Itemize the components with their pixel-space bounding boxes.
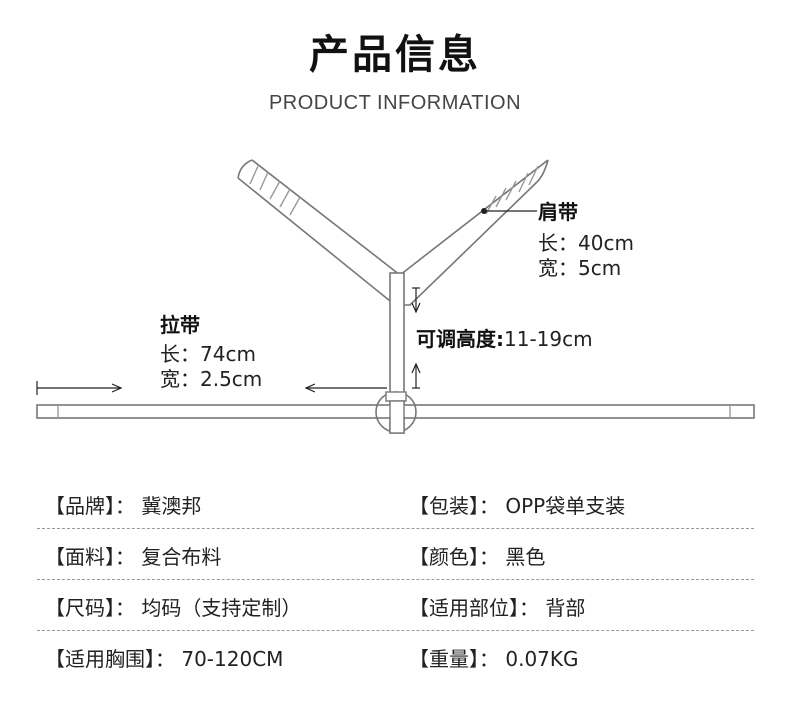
spec-label: 【适用胸围】 [45,647,155,671]
spec-label: 【重量】 [409,647,479,671]
pull-strap-dimension-arrows [36,381,387,395]
product-diagram: 肩带 长：40cm 宽：5cm 拉带 长：74cm 宽：2.5cm 可调高度:1… [36,159,755,434]
shoulder-strap-width: 宽：5cm [538,256,621,280]
spec-value: 70-120CM [181,647,284,671]
page-title: 产品信息 [309,32,481,78]
spec-separator: ： [479,545,499,569]
pull-strap-name: 拉带 [160,313,200,337]
spec-label: 【面料】 [45,545,115,569]
adjustable-height-value: 11-19cm [504,327,593,351]
spec-value: 背部 [545,596,586,620]
spec-value: 均码（支持定制） [141,596,302,620]
adjustable-height-label: 可调高度: [416,327,504,351]
pull-strap-width: 宽：2.5cm [160,367,262,391]
spec-row: 【适用胸围】： 70-120CM 【重量】： 0.07KG [37,631,754,681]
spec-separator: ： [115,545,135,569]
spec-label: 【品牌】 [45,494,115,518]
spec-item-weight: 【重量】： 0.07KG [409,643,579,672]
spec-separator: ： [479,647,499,671]
spec-value: 0.07KG [505,647,579,671]
shoulder-strap-right-stripes [485,165,539,215]
shoulder-strap-left-stripes [249,165,301,216]
spec-item-fabric: 【面料】： 复合布料 [45,541,221,570]
page-subtitle: PRODUCT INFORMATION [268,92,522,114]
spec-row: 【面料】： 复合布料 【颜色】： 黑色 [37,529,754,580]
spec-value: 黑色 [505,545,546,569]
height-dimension-arrows [412,287,420,389]
spec-item-body-part: 【适用部位】： 背部 [409,592,585,621]
shoulder-strap-length: 长：40cm [538,231,634,255]
buckle-ring [375,391,417,434]
spec-label: 【颜色】 [409,545,479,569]
spec-separator: ： [115,494,135,518]
spec-label: 【包装】 [409,494,479,518]
spec-row: 【品牌】： 冀澳邦 【包装】： OPP袋单支装 [37,478,754,529]
spec-row: 【尺码】： 均码（支持定制） 【适用部位】： 背部 [37,580,754,631]
spec-separator: ： [479,494,499,518]
shoulder-strap-pointer [481,208,537,214]
spec-item-color: 【颜色】： 黑色 [409,541,545,570]
spec-value: OPP袋单支装 [505,494,626,518]
spec-separator: ： [519,596,539,620]
spec-item-chest-size: 【适用胸围】： 70-120CM [45,643,283,672]
spec-separator: ： [115,596,135,620]
spec-item-size: 【尺码】： 均码（支持定制） [45,592,301,621]
spec-label: 【尺码】 [45,596,115,620]
spec-item-brand: 【品牌】： 冀澳邦 [45,490,201,519]
spec-value: 冀澳邦 [141,494,202,518]
spec-item-packaging: 【包装】： OPP袋单支装 [409,490,625,519]
spec-value: 复合布料 [141,545,222,569]
product-spec-table: 【品牌】： 冀澳邦 【包装】： OPP袋单支装 【面料】： 复合布料 【颜色】：… [37,478,754,681]
pull-strap-length: 长：74cm [160,342,256,366]
spec-label: 【适用部位】 [409,596,519,620]
adjustable-height-text: 可调高度:11-19cm [416,327,593,351]
spec-separator: ： [155,647,175,671]
shoulder-strap-name: 肩带 [538,200,578,224]
